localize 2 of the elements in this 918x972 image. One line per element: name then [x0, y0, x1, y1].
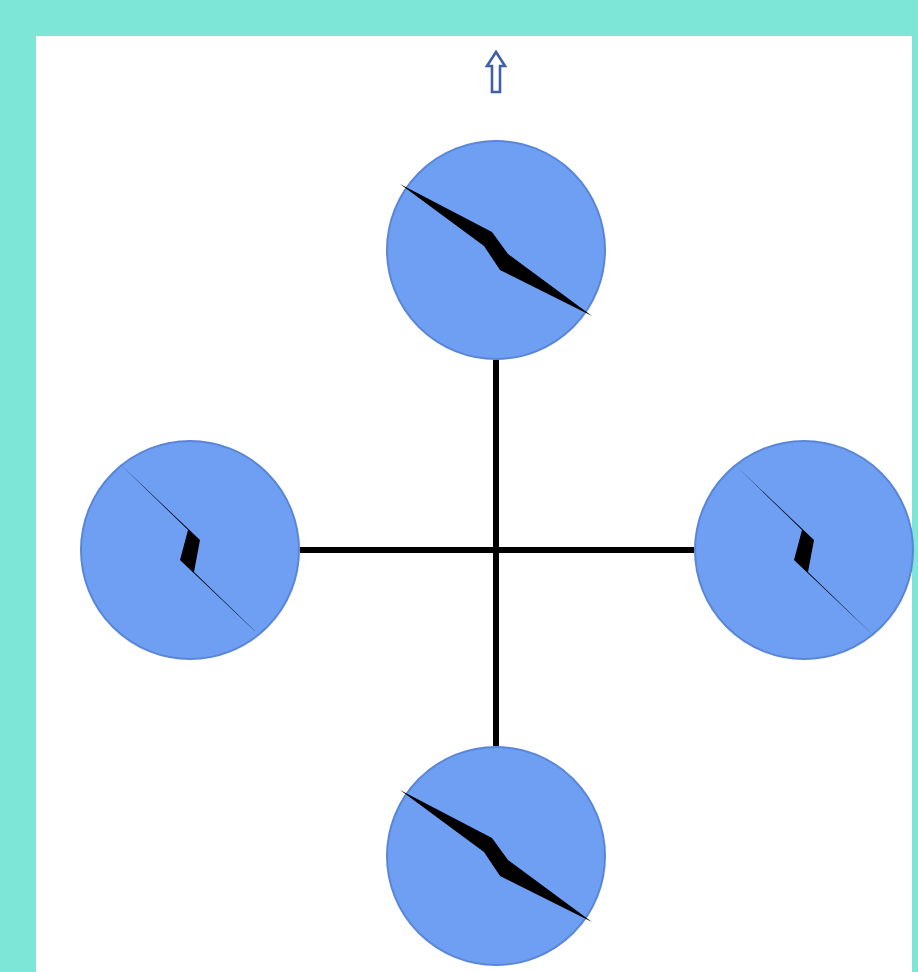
- rotor-arm: [493, 360, 499, 746]
- rotor-arm: [300, 547, 694, 553]
